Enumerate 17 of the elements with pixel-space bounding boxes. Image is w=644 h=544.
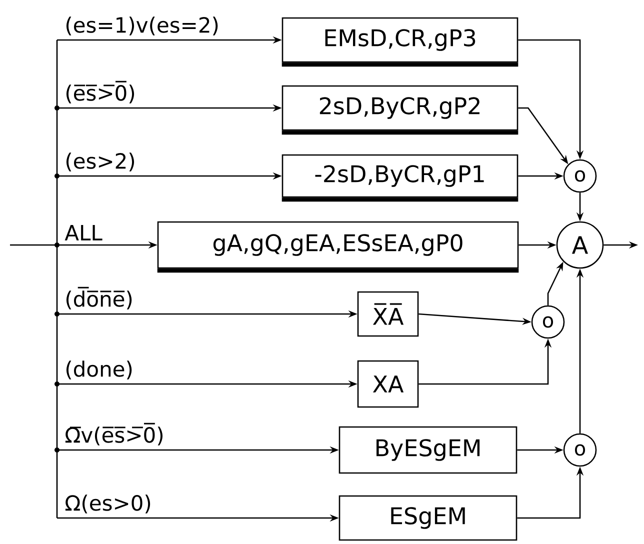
condition-label: Ω̅v(e̅s̅>̅0̅) (64, 422, 166, 446)
condition-label: (d̅o̅n̅e̅) (64, 286, 134, 310)
process-box: X̅A̅ (357, 291, 419, 337)
condition-label: (e̅s̅>̅0̅) (64, 80, 137, 104)
process-box: XA (357, 360, 419, 408)
condition-label: ALL (64, 224, 104, 242)
condition-label: Ω(es>0) (64, 494, 153, 514)
process-box: ESgEM (338, 495, 518, 541)
process-box: 2sD,ByCR,gP2 (282, 85, 518, 135)
process-box: -2sD,ByCR,gP1 (282, 154, 518, 202)
condition-label: (done) (64, 360, 134, 380)
process-box: ByESgEM (338, 426, 518, 474)
process-box: gA,gQ,gEA,ESsEA,gP0 (157, 221, 519, 273)
condition-label: (es=1)v(es=2) (64, 16, 220, 36)
bus-line (10, 39, 58, 518)
process-box: EMsD,CR,gP3 (282, 17, 518, 67)
condition-label: (es>2) (64, 152, 137, 172)
